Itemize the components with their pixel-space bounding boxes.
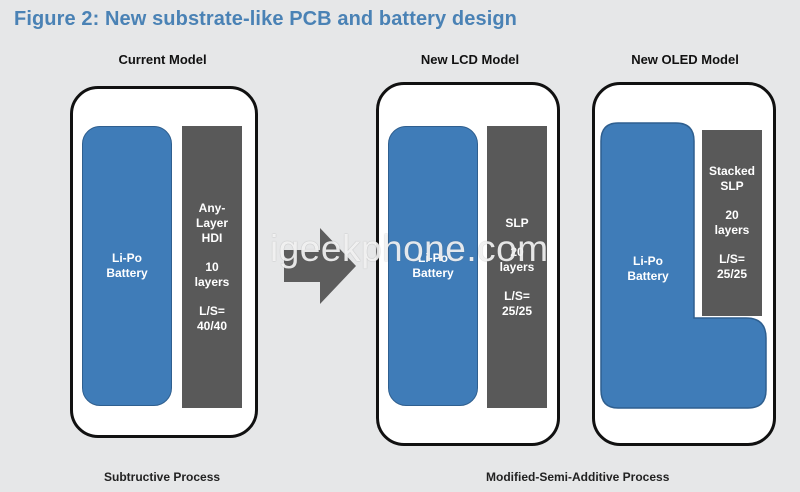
right-arrow-icon (284, 228, 356, 304)
pcb-label-line: SLP (505, 215, 529, 230)
battery-label-line: Li-Po (112, 251, 142, 265)
oled-model-battery (600, 122, 767, 409)
pcb-label-line: SLP (720, 179, 744, 193)
pcb-label-line: L/S= (719, 252, 745, 266)
battery-label-line: Battery (412, 266, 454, 280)
pcb-label-line: Stacked (708, 164, 756, 178)
pcb-label-line: HDI (201, 230, 223, 245)
pcb-label-line: layers (499, 259, 535, 274)
pcb-label-line: 20 (725, 208, 739, 222)
pcb-label-line: 25/25 (716, 267, 748, 281)
figure-title: Figure 2: New substrate-like PCB and bat… (14, 8, 517, 30)
watermark: igeekphone.com (270, 228, 549, 269)
pcb-label-line: 10 (205, 259, 219, 274)
current-model-battery: Li-Po Battery (82, 126, 172, 406)
oled-battery-label: Li-Po Battery (600, 254, 696, 284)
pcb-label-line: Any- (198, 200, 226, 215)
pcb-label-line: layers (714, 223, 750, 237)
battery-label-line: Li-Po (633, 254, 663, 268)
battery-label-line: Battery (627, 269, 669, 283)
current-model-pcb: Any- Layer HDI 10 layers L/S= 40/40 (182, 126, 242, 408)
pcb-label-line: 40/40 (196, 318, 228, 333)
oled-model-label: New OLED Model (631, 52, 739, 67)
pcb-label-line: layers (194, 274, 230, 289)
battery-label-line: Li-Po (418, 251, 448, 265)
oled-model-pcb: Stacked SLP 20 layers L/S= 25/25 (702, 130, 762, 316)
pcb-label-line: 25/25 (501, 303, 533, 318)
lcd-model-battery: Li-Po Battery (388, 126, 478, 406)
pcb-label-line: Layer (195, 215, 229, 230)
current-model-label: Current Model (118, 52, 207, 67)
msap-process-label: Modified-Semi-Additive Process (486, 470, 670, 484)
pcb-label-line: 20 (510, 244, 524, 259)
lcd-model-pcb: SLP 20 layers L/S= 25/25 (487, 126, 547, 408)
subtractive-process-label: Subtructive Process (104, 470, 221, 484)
pcb-label-line: L/S= (199, 303, 225, 318)
battery-label-line: Battery (106, 266, 148, 280)
pcb-label-line: L/S= (504, 288, 530, 303)
lcd-model-label: New LCD Model (420, 52, 520, 67)
